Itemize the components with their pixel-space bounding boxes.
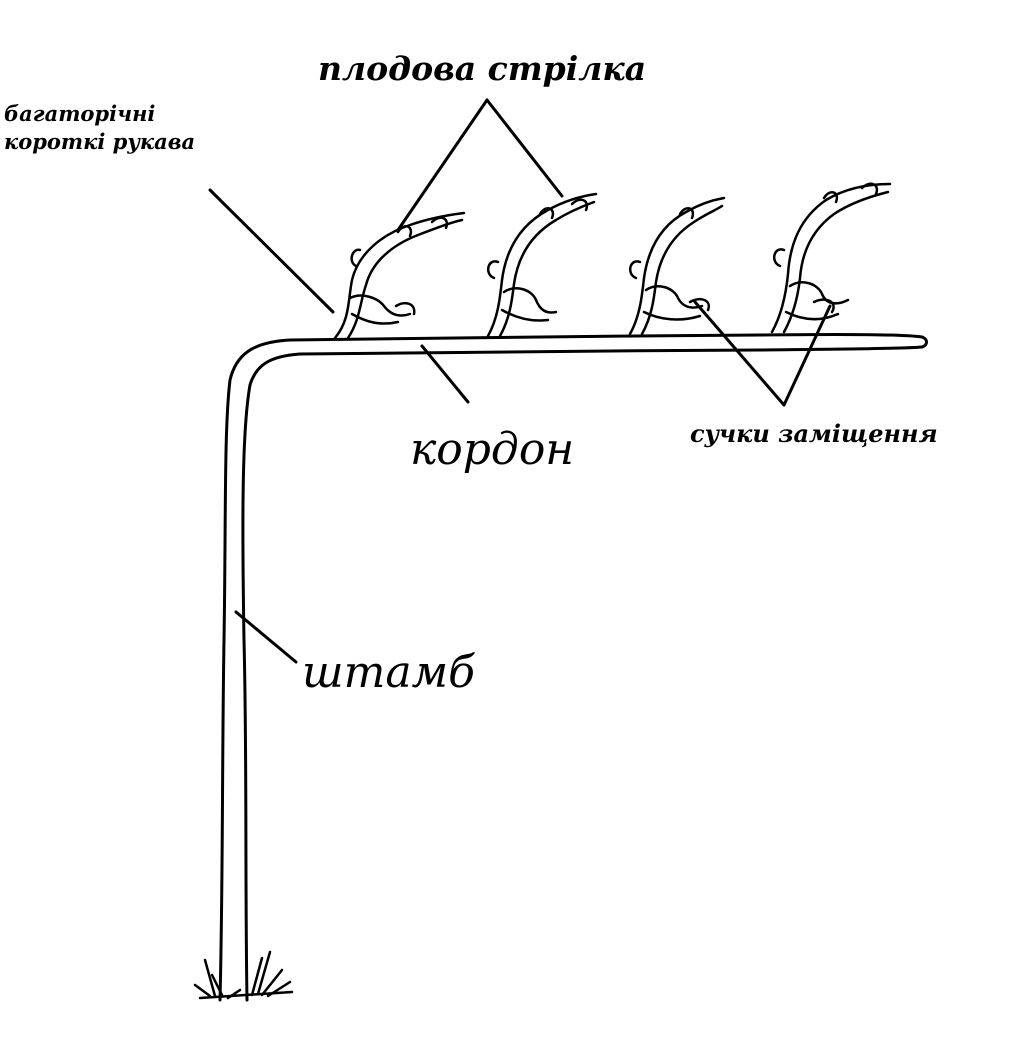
- leader-spurs: [208, 188, 335, 314]
- label-cordon: кордон: [410, 424, 575, 475]
- spur-unit-4: [770, 182, 892, 334]
- label-perennial-spurs: багаторічні короткі рукава: [4, 100, 195, 156]
- label-perennial-spurs-line1: багаторічні: [4, 101, 156, 126]
- label-trunk: штамб: [302, 647, 475, 698]
- leader-trunk: [234, 610, 298, 664]
- label-perennial-spurs-line2: короткі рукава: [4, 129, 196, 154]
- leader-lines: [208, 98, 832, 664]
- spur-unit-3: [628, 196, 726, 336]
- leader-renewal-right: [782, 304, 832, 407]
- cordon: [288, 332, 928, 356]
- leader-renewal-left: [693, 300, 786, 407]
- spur-unit-2: [486, 192, 598, 338]
- leader-fruit-cane-right: [485, 98, 564, 198]
- leader-cordon: [420, 344, 470, 404]
- leader-fruit-cane-left: [396, 98, 489, 232]
- roots: [193, 950, 294, 1000]
- label-renewal-spurs: сучки заміщення: [690, 419, 938, 448]
- spur-unit-1: [333, 211, 466, 340]
- label-fruit-cane: плодова стрілка: [318, 49, 647, 88]
- trunk: [218, 338, 302, 1002]
